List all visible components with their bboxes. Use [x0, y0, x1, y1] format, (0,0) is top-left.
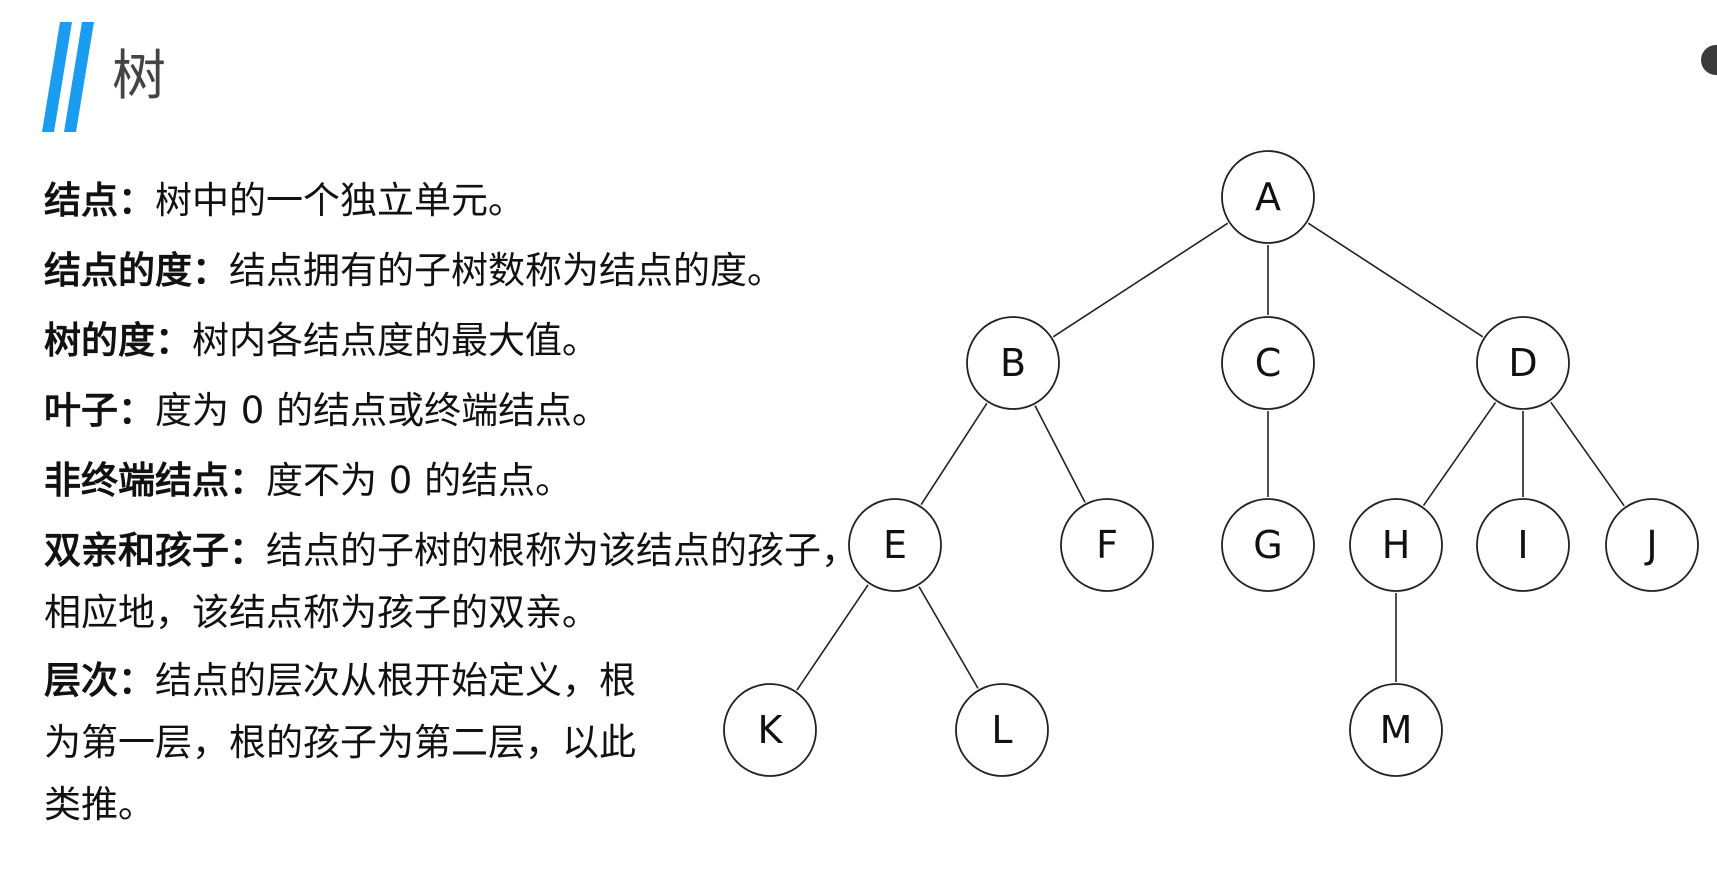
definition-term: 层次：	[44, 659, 155, 702]
definition-text: 结点的子树的根称为该结点的孩子，相应地，该结点称为孩子的双亲。	[44, 529, 858, 634]
title-accent-stripes	[42, 22, 94, 132]
definition-text: 结点拥有的子树数称为结点的度。	[229, 249, 784, 292]
tree-node-f: F	[1060, 498, 1154, 592]
tree-node-circle	[966, 316, 1060, 410]
definition-term: 结点的度：	[44, 249, 229, 292]
definition-text: 度为 0 的结点或终端结点。	[155, 389, 610, 432]
tree-edge-d-h	[1422, 401, 1497, 507]
tree-edge-e-l	[918, 586, 979, 689]
edge-dot-icon	[1701, 45, 1717, 75]
tree-node-circle	[1349, 683, 1443, 777]
tree-node-circle	[848, 498, 942, 592]
tree-node-circle	[1605, 498, 1699, 592]
definition-text: 树内各结点度的最大值。	[192, 319, 599, 362]
tree-node-label: E	[883, 523, 907, 567]
definition-node-degree: 结点的度：结点拥有的子树数称为结点的度。	[44, 236, 904, 306]
tree-edge-a-d	[1307, 222, 1484, 338]
tree-node-label: D	[1508, 341, 1537, 385]
tree-node-i: I	[1476, 498, 1570, 592]
tree-node-circle	[1221, 316, 1315, 410]
definition-term: 叶子：	[44, 389, 155, 432]
definition-level: 层次：结点的层次从根开始定义，根为第一层，根的孩子为第二层，以此类推。	[44, 650, 664, 836]
definition-text: 结点的层次从根开始定义，根为第一层，根的孩子为第二层，以此类推。	[44, 659, 636, 826]
tree-node-c: C	[1221, 316, 1315, 410]
tree-node-label: M	[1380, 708, 1413, 752]
tree-edge-b-e	[920, 402, 988, 506]
tree-node-circle	[1060, 498, 1154, 592]
tree-node-circle	[1476, 498, 1570, 592]
definition-list: 结点：树中的一个独立单元。 结点的度：结点拥有的子树数称为结点的度。 树的度：树…	[44, 166, 904, 836]
tree-node-a: A	[1221, 150, 1315, 244]
tree-node-label: C	[1255, 341, 1282, 385]
tree-edge-a-b	[1052, 222, 1229, 338]
tree-node-label: A	[1255, 175, 1281, 219]
tree-node-d: D	[1476, 316, 1570, 410]
tree-node-b: B	[966, 316, 1060, 410]
tree-node-h: H	[1349, 498, 1443, 592]
tree-node-circle	[1476, 316, 1570, 410]
definition-node: 结点：树中的一个独立单元。	[44, 166, 904, 236]
tree-node-label: J	[1644, 523, 1657, 567]
tree-node-circle	[1349, 498, 1443, 592]
definition-tree-degree: 树的度：树内各结点度的最大值。	[44, 306, 904, 376]
tree-node-circle	[723, 683, 817, 777]
tree-node-label: L	[991, 708, 1012, 752]
tree-edge-d-j	[1550, 401, 1625, 507]
tree-nodes: A B C D E F G H I J K L M	[723, 150, 1699, 777]
tree-node-e: E	[848, 498, 942, 592]
tree-node-label: I	[1517, 523, 1528, 567]
tree-node-label: H	[1382, 523, 1411, 567]
definition-term: 树的度：	[44, 319, 192, 362]
tree-node-label: G	[1253, 523, 1282, 567]
definition-term: 结点：	[44, 179, 155, 222]
tree-edge-e-k	[796, 584, 869, 691]
tree-node-l: L	[955, 683, 1049, 777]
definition-text: 度不为 0 的结点。	[266, 459, 573, 502]
tree-node-g: G	[1221, 498, 1315, 592]
definition-non-terminal-node: 非终端结点：度不为 0 的结点。	[44, 446, 904, 516]
tree-edges	[796, 222, 1625, 691]
definition-text: 树中的一个独立单元。	[155, 179, 525, 222]
definition-term: 非终端结点：	[44, 459, 266, 502]
tree-node-j: J	[1605, 498, 1699, 592]
tree-node-circle	[1221, 150, 1315, 244]
tree-node-m: M	[1349, 683, 1443, 777]
tree-node-circle	[955, 683, 1049, 777]
tree-node-circle	[1221, 498, 1315, 592]
definition-leaf: 叶子：度为 0 的结点或终端结点。	[44, 376, 904, 446]
tree-node-k: K	[723, 683, 817, 777]
title-accent-stripe	[64, 22, 94, 132]
title-accent-stripe	[42, 22, 72, 132]
definition-term: 双亲和孩子：	[44, 529, 266, 572]
definition-parent-child: 双亲和孩子：结点的子树的根称为该结点的孩子，相应地，该结点称为孩子的双亲。	[44, 520, 864, 644]
page-title: 树	[112, 44, 166, 107]
tree-node-label: F	[1096, 523, 1118, 567]
tree-node-label: K	[758, 708, 784, 752]
tree-node-label: B	[1000, 341, 1026, 385]
tree-edge-b-f	[1034, 405, 1086, 503]
